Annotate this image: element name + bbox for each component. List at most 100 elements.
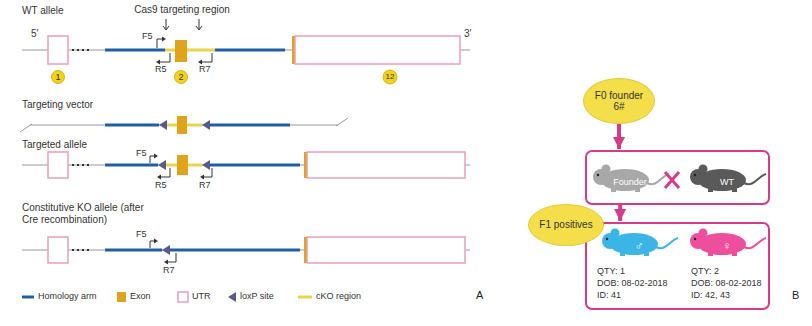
node-text: Founder: [613, 178, 647, 187]
node-text: ID: 41: [597, 290, 621, 300]
targeted-allele: [210, 164, 300, 167]
targeting-vector: [210, 124, 290, 127]
founder-ellipse: F0 founder6#: [583, 78, 655, 124]
primer-label: R5: [155, 180, 167, 190]
targeting-vector: [20, 116, 348, 134]
targeted-allele: [200, 175, 204, 180]
targeting-vector: [159, 120, 167, 130]
node-text: DOB: 08-02-2018: [597, 278, 668, 288]
node-text: QTY: 1: [597, 266, 625, 276]
callout-number: 12: [386, 73, 395, 81]
positives-ellipse: F1 positives: [528, 204, 604, 246]
callout-number: 1: [55, 73, 60, 82]
node-text: 6#: [613, 101, 624, 113]
cross-box: Founder WT: [585, 150, 770, 205]
ko-allele: [164, 260, 168, 265]
end-label: 3′: [464, 28, 471, 40]
wt-allele: [48, 36, 68, 64]
targeted-allele: [48, 152, 68, 178]
wt-allele: [215, 49, 285, 52]
targeted-allele: [307, 152, 465, 178]
wt-allele: [156, 60, 160, 65]
node-text: F1 positives: [539, 219, 592, 231]
allele-label: Constitutive KO allele (after Cre recomb…: [22, 202, 154, 225]
cross-symbol: [665, 172, 679, 188]
wt-allele: [383, 70, 397, 84]
legend-text: Homology arm: [38, 291, 97, 301]
targeted-allele: [158, 160, 166, 170]
node-text: F0 founder: [595, 90, 643, 102]
targeted-allele: [157, 175, 161, 180]
wt-allele: [162, 37, 166, 42]
wt-allele: [165, 49, 215, 52]
allele-label: Targeted allele: [22, 139, 87, 151]
wt-allele: [52, 71, 65, 84]
targeting-vector: [336, 118, 348, 126]
cross-symbol: [665, 172, 679, 188]
primer-label: R7: [163, 265, 175, 275]
legend-text: Exon: [130, 291, 151, 301]
legend-sample: [228, 292, 236, 302]
legend-sample: [22, 296, 34, 299]
primer-label: F5: [136, 229, 147, 239]
node-text: ♂: [635, 240, 644, 252]
wt-allele: [175, 71, 188, 84]
targeted-allele: [22, 152, 470, 180]
wt-allele: [201, 53, 212, 62]
wt-allele: [196, 19, 202, 30]
panel-letter: B: [792, 289, 799, 302]
mouse-icon: [690, 229, 766, 257]
ko-allele: [307, 237, 465, 263]
primer-label: R7: [199, 64, 211, 74]
wt-allele: [22, 19, 470, 84]
mouse-icon: [593, 165, 669, 193]
ko-allele: [105, 249, 162, 252]
targeting-vector: [202, 120, 210, 130]
ko-allele: [170, 249, 300, 252]
legend-swatch: [117, 292, 126, 302]
ko-allele: [154, 239, 158, 244]
cross-symbol: [665, 172, 679, 188]
targeted-allele: [202, 160, 210, 170]
wt-allele: [105, 49, 165, 52]
callout-number: 2: [178, 73, 183, 82]
node-text: ID: 42, 43: [691, 290, 730, 300]
primer-label: F5: [136, 148, 147, 158]
wt-allele: [163, 19, 169, 30]
node-text: WT: [720, 178, 734, 187]
wt-allele: [198, 60, 202, 65]
targeted-allele: [105, 164, 158, 167]
end-label: 5′: [31, 28, 38, 40]
region-label: Cas9 targeting region: [134, 4, 230, 16]
legend-text: cKO region: [316, 291, 361, 301]
legend-sample: [22, 292, 312, 302]
targeted-allele: [203, 168, 212, 177]
primer-label: R5: [155, 64, 167, 74]
ko-allele: [162, 245, 170, 255]
targeting-vector: [105, 124, 159, 127]
legend-text: loxP site: [240, 291, 274, 301]
wt-allele: [175, 40, 187, 62]
ko-allele: [167, 253, 176, 262]
mouse-icon: [690, 165, 766, 193]
targeting-vector: [177, 116, 187, 134]
flow-arrow: [617, 124, 621, 149]
primer-label: F5: [142, 31, 153, 41]
node-text: ♀: [723, 240, 732, 252]
wt-allele: [159, 53, 170, 62]
targeted-allele: [160, 168, 170, 177]
ko-allele: [72, 249, 90, 251]
mouse-icon: [593, 165, 766, 257]
targeted-allele: [154, 154, 158, 159]
node-text: QTY: 2: [691, 266, 719, 276]
panel-letter: A: [476, 289, 483, 302]
targeted-allele: [72, 164, 90, 166]
allele-label: WT allele: [22, 5, 64, 17]
ko-allele: [48, 237, 68, 263]
legend-sample: [178, 292, 188, 302]
offspring-box: ♂♀QTY: 1DOB: 08-02-2018ID: 41QTY: 2DOB: …: [585, 222, 770, 310]
primer-label: R7: [199, 180, 211, 190]
wt-allele: [72, 49, 90, 51]
